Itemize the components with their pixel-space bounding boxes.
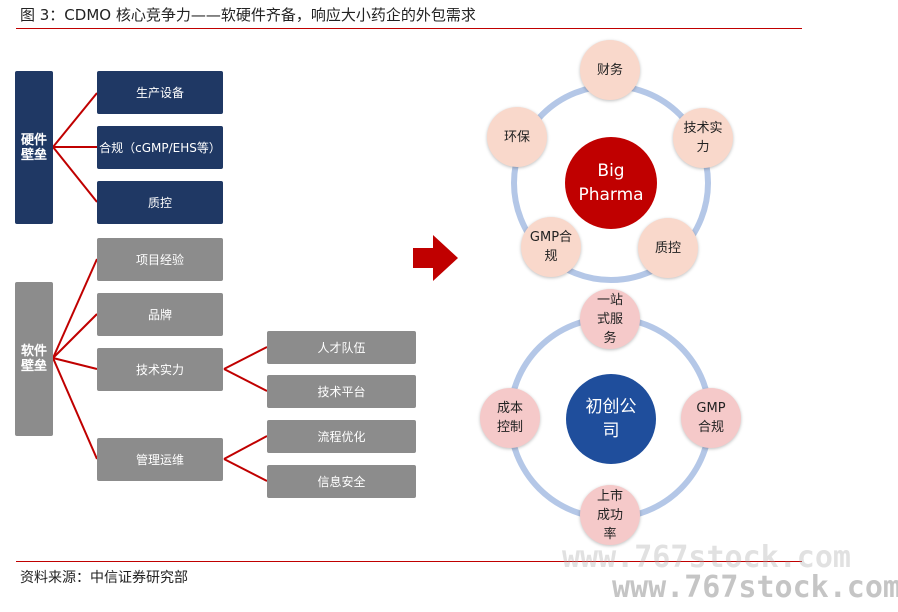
software-item-management: 管理运维 xyxy=(97,438,223,481)
title-rule xyxy=(16,28,802,29)
hardware-item-qc: 质控 xyxy=(97,181,223,224)
arrow-icon xyxy=(413,235,458,281)
tech-sub-platform: 技术平台 xyxy=(267,375,416,408)
watermark-faint: www.767stock.com xyxy=(562,540,851,575)
hardware-barrier-label: 硬件壁垒 xyxy=(15,71,53,224)
software-connector-4 xyxy=(52,357,98,460)
source-rule xyxy=(16,561,802,562)
source-note: 资料来源：中信证券研究部 xyxy=(20,570,188,586)
startup-center: 初创公司 xyxy=(566,374,656,464)
tech-sub-talent: 人才队伍 xyxy=(267,331,416,364)
mgmt-sub-connector-2 xyxy=(223,458,268,482)
watermark: www.767stock.com xyxy=(612,570,898,605)
software-item-experience: 项目经验 xyxy=(97,238,223,281)
hardware-connector-1 xyxy=(52,92,98,148)
big-pharma-center: Big Pharma xyxy=(565,137,657,229)
startup-node-cost-control: 成本控制 xyxy=(480,388,540,448)
hardware-connector-3 xyxy=(52,146,98,203)
software-connector-3 xyxy=(52,357,98,370)
software-barrier-label: 软件壁垒 xyxy=(15,282,53,436)
tech-sub-connector-2 xyxy=(223,368,268,392)
big-pharma-node-gmp: GMP合规 xyxy=(521,217,581,277)
figure-title: 图 3：CDMO 核心竞争力——软硬件齐备，响应大小药企的外包需求 xyxy=(20,6,476,24)
software-item-brand: 品牌 xyxy=(97,293,223,336)
software-item-tech: 技术实力 xyxy=(97,348,223,391)
big-pharma-node-qc: 质控 xyxy=(638,218,698,278)
startup-node-success-rate: 上市成功率 xyxy=(580,485,640,545)
big-pharma-node-finance: 财务 xyxy=(580,40,640,100)
software-connector-1 xyxy=(52,258,98,359)
mgmt-sub-process: 流程优化 xyxy=(267,420,416,453)
big-pharma-node-tech: 技术实力 xyxy=(673,108,733,168)
tech-sub-connector-1 xyxy=(223,346,268,370)
startup-node-one-stop: 一站式服务 xyxy=(580,289,640,349)
mgmt-sub-connector-1 xyxy=(223,435,268,460)
software-connector-2 xyxy=(52,313,98,359)
hardware-item-equipment: 生产设备 xyxy=(97,71,223,114)
big-pharma-node-environment: 环保 xyxy=(487,107,547,167)
hardware-item-compliance: 合规（cGMP/EHS等） xyxy=(97,126,223,169)
mgmt-sub-security: 信息安全 xyxy=(267,465,416,498)
startup-node-gmp: GMP合规 xyxy=(681,388,741,448)
